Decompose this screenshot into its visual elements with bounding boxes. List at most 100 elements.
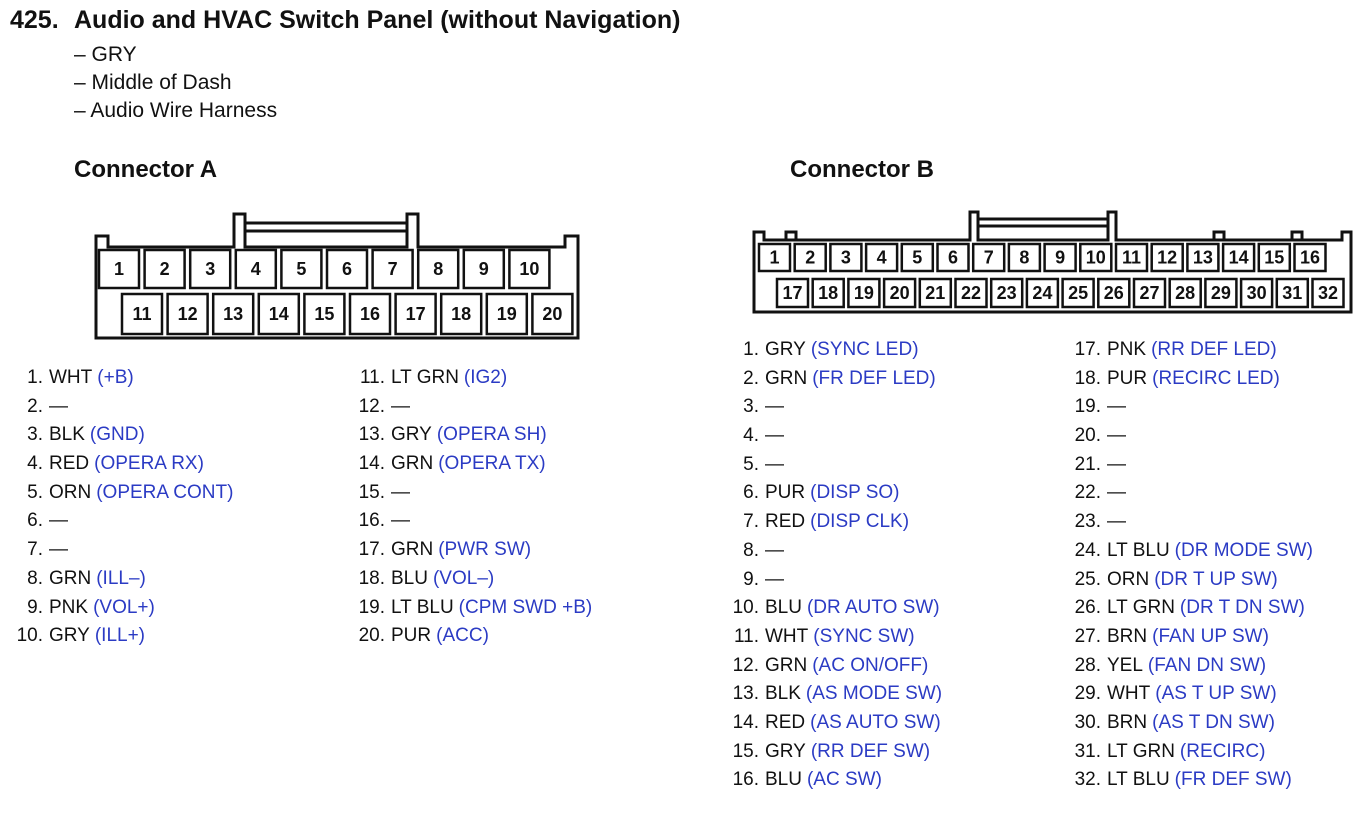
pin-number: 16. — [358, 510, 385, 532]
pin-function: (RECIRC LED) — [1152, 367, 1280, 389]
pin-number: 1. — [27, 367, 43, 388]
b-pin-cell — [1132, 277, 1167, 309]
a-pin-label: 6 — [342, 259, 352, 279]
pin-number: 5. — [27, 481, 43, 503]
pin-entry: 21.— — [1068, 451, 1313, 480]
a-pin-label: 17 — [406, 304, 426, 324]
a-pin-label: 1 — [114, 259, 124, 279]
pin-number: 23. — [1074, 511, 1101, 533]
a-pin-cell — [188, 248, 232, 290]
pin-function: (OPERA SH) — [436, 424, 547, 446]
pin-function: (RR DEF SW) — [810, 740, 931, 762]
pin-number: 9. — [743, 568, 759, 590]
pin-entry: 29.WHT(AS T UP SW) — [1068, 680, 1313, 709]
connector-b-pinlist-left: 1.GRY(SYNC LED)2.GRN(FR DEF LED)3.—4.—5.… — [726, 336, 943, 795]
pin-number: 7. — [27, 539, 43, 561]
a-pin-cell — [508, 248, 551, 290]
pin-entry: 22. — — [1068, 479, 1313, 508]
a-pin-label: 19 — [497, 304, 517, 324]
b-pin-label: 14 — [1229, 248, 1249, 268]
b-pin-cell — [1239, 277, 1274, 309]
pin-entry: 23.— — [1068, 508, 1313, 537]
pin-entry: 8.— — [726, 537, 942, 566]
b-pin-cell — [936, 242, 970, 273]
wire-color: LT BLU — [1107, 539, 1170, 561]
b-pin-cell — [1025, 277, 1060, 309]
wire-color: LT GRN — [391, 367, 459, 388]
pin-number: 32. — [1074, 769, 1101, 791]
a-pin-cell — [143, 248, 186, 290]
pin-function: (GND) — [89, 424, 145, 446]
pin-entry: 4.RED(OPERA RX) — [10, 450, 233, 479]
a-pin-label: 9 — [479, 259, 489, 279]
pin-function: (FR DEF LED) — [812, 367, 936, 389]
wire-color: GRY — [765, 339, 806, 360]
a-pin-cell — [439, 292, 483, 336]
wire-color: GRN — [765, 367, 808, 389]
b-pin-cell — [1079, 242, 1113, 273]
a-pin-cell — [97, 248, 141, 290]
pin-function: (ILL–) — [96, 567, 146, 589]
wire-color: PUR — [391, 625, 432, 647]
pin-number: 22. — [1074, 482, 1101, 504]
wire-color: WHT — [49, 367, 93, 388]
pin-entry: 17.PNK(RR DEF LED) — [1068, 336, 1313, 365]
b-pin-label: 15 — [1264, 248, 1284, 268]
a-pin-cell — [485, 292, 529, 336]
b-pin-cell — [1061, 277, 1095, 309]
b-pin-cell — [864, 242, 899, 273]
wire-color: LT GRN — [1107, 597, 1175, 619]
b-pin-label: 21 — [925, 283, 945, 303]
wire-color: LT BLU — [391, 596, 454, 618]
pin-number: 10. — [16, 625, 43, 647]
b-pin-label: 11 — [1122, 248, 1141, 268]
pin-number: 13. — [732, 683, 759, 705]
pin-entry: 30.BRN(AS T DN SW) — [1068, 709, 1313, 738]
wire-color: ORN — [49, 481, 92, 503]
pin-number: 7. — [743, 511, 759, 533]
pin-function: (OPERA CONT) — [96, 481, 234, 503]
wire-color: RED — [765, 711, 806, 733]
wire-color: LT GRN — [1107, 740, 1175, 762]
pin-function: (DR T UP SW) — [1154, 568, 1278, 590]
detail-harness: – Audio Wire Harness — [74, 99, 278, 122]
wire-color: — — [1107, 482, 1126, 504]
pin-function: (AS T DN SW) — [1152, 711, 1275, 733]
pin-entry: 5. ORN(OPERA CONT) — [10, 479, 233, 508]
wire-color: — — [391, 510, 410, 532]
wire-color: — — [765, 568, 784, 590]
pin-entry: 18.PUR(RECIRC LED) — [1068, 365, 1313, 394]
wire-color: GRN — [391, 453, 434, 475]
pin-number: 11. — [359, 367, 385, 388]
b-pin-cell — [1311, 277, 1345, 309]
b-pin-cell — [1097, 277, 1131, 309]
pin-function: (RR DEF LED) — [1151, 339, 1277, 360]
detail-color: – GRY — [74, 43, 137, 66]
a-pin-label: 5 — [296, 259, 306, 279]
pin-entry: 2.— — [10, 393, 233, 422]
pin-entry: 1.WHT(+B) — [10, 364, 233, 393]
a-pin-label: 2 — [160, 259, 170, 279]
a-pin-label: 18 — [451, 304, 471, 324]
pin-number: 3. — [743, 396, 759, 418]
pin-entry: 17.GRN(PWR SW) — [352, 536, 592, 565]
pin-number: 8. — [743, 539, 759, 561]
pin-number: 10. — [732, 597, 759, 619]
b-pin-label: 1 — [769, 248, 779, 268]
wire-color: — — [391, 481, 410, 503]
pin-number: 1. — [743, 339, 759, 360]
pin-number: 31. — [1074, 740, 1101, 762]
a-pin-label: 3 — [205, 259, 215, 279]
pin-number: 18. — [358, 567, 385, 589]
b-pin-cell — [1275, 277, 1310, 309]
pin-entry: 28.YEL(FAN DN SW) — [1068, 652, 1313, 681]
wire-color: BRN — [1107, 711, 1148, 733]
pin-number: 5. — [743, 453, 759, 475]
b-pin-cell — [882, 277, 917, 309]
wire-color: — — [765, 453, 784, 475]
a-pin-cell — [257, 292, 301, 336]
b-pin-label: 9 — [1055, 248, 1065, 268]
pin-number: 17. — [358, 539, 385, 561]
wire-color: BRN — [1107, 625, 1148, 647]
a-pin-label: 20 — [542, 304, 562, 324]
